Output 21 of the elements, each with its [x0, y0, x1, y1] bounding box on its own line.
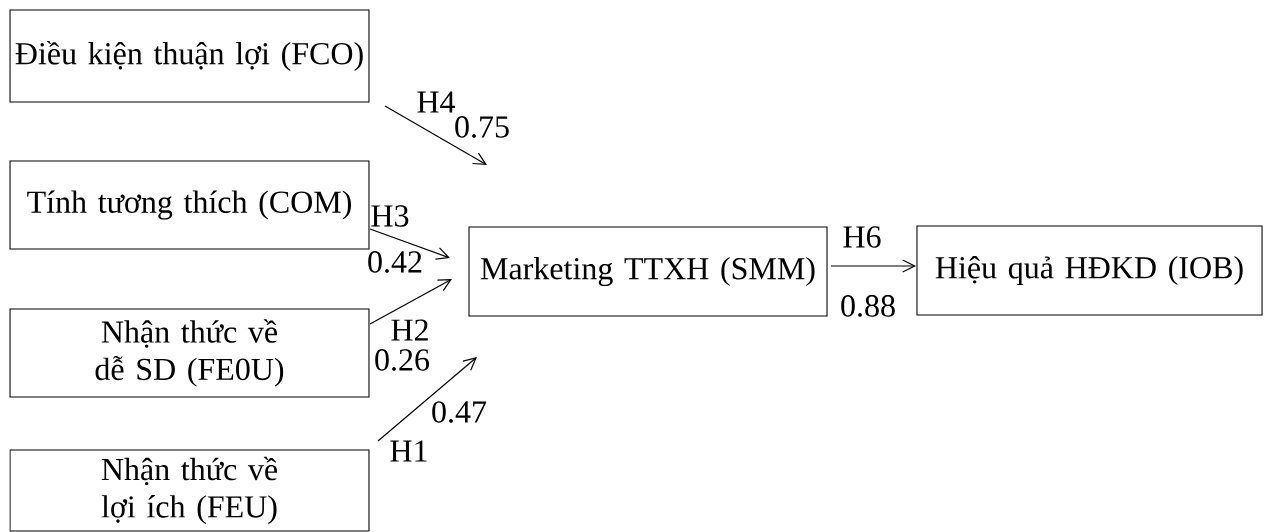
coefficient-label: 0.88 — [841, 295, 895, 317]
coefficient-label: 0.42 — [368, 251, 422, 273]
arrow — [377, 357, 477, 442]
coefficient-label: 0.47 — [432, 401, 487, 423]
edge-label: H1 — [390, 440, 427, 462]
coefficient-label: 0.26 — [375, 349, 430, 371]
concept-box: Điều kiện thuận lợi (FCO) — [9, 9, 370, 103]
arrow — [369, 228, 450, 260]
edge-label: H6 — [843, 226, 881, 248]
concept-box: Tính tương thích (COM) — [9, 160, 370, 250]
edge-label: H2 — [391, 319, 428, 341]
concept-box: Marketing TTXH (SMM) — [468, 226, 828, 317]
concept-box: Hiệu quả HĐKD (IOB) — [916, 225, 1263, 316]
arrow — [384, 105, 487, 165]
arrow — [830, 259, 916, 273]
arrow — [369, 279, 452, 325]
edge-label: H3 — [371, 205, 409, 227]
concept-box: Nhận thức về lợi ích (FEU) — [9, 449, 370, 532]
coefficient-label: 0.75 — [455, 116, 509, 138]
concept-box: Nhận thức về dễ SD (FE0U) — [9, 308, 370, 398]
edge-label: H4 — [417, 91, 456, 113]
